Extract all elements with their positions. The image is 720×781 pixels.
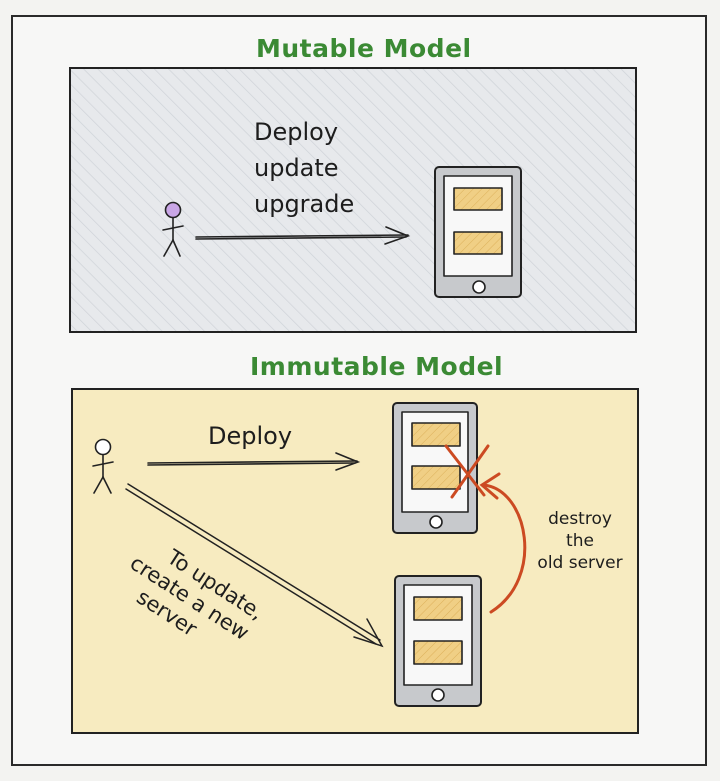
immutable-action-deploy: Deploy: [208, 422, 293, 450]
server-old: [392, 402, 478, 534]
immutable-model-title: Immutable Model: [250, 352, 504, 381]
mutable-action-deploy: Deploy: [254, 118, 339, 146]
destroy-note-line-3: old server: [537, 553, 623, 573]
mutable-panel: [69, 67, 637, 333]
mutable-model-title: Mutable Model: [256, 34, 472, 63]
arrow-mutable-deploy: [195, 226, 411, 245]
destroy-note: destroy the old server: [530, 508, 630, 574]
server-mutable: [434, 166, 522, 298]
mutable-action-update: update: [254, 154, 339, 182]
immutable-panel: [71, 388, 639, 734]
destroy-note-line-2: the: [566, 531, 594, 551]
destroy-note-line-1: destroy: [548, 509, 612, 529]
actor-mutable: [162, 201, 184, 257]
mutable-action-upgrade: upgrade: [254, 190, 355, 218]
arrow-create-new-server: [125, 483, 384, 648]
destroy-x-mark: [444, 444, 490, 499]
server-new: [394, 575, 482, 707]
actor-immutable: [92, 438, 114, 494]
arrow-destroy-old-server: [479, 472, 527, 614]
arrow-immutable-deploy: [147, 452, 361, 471]
